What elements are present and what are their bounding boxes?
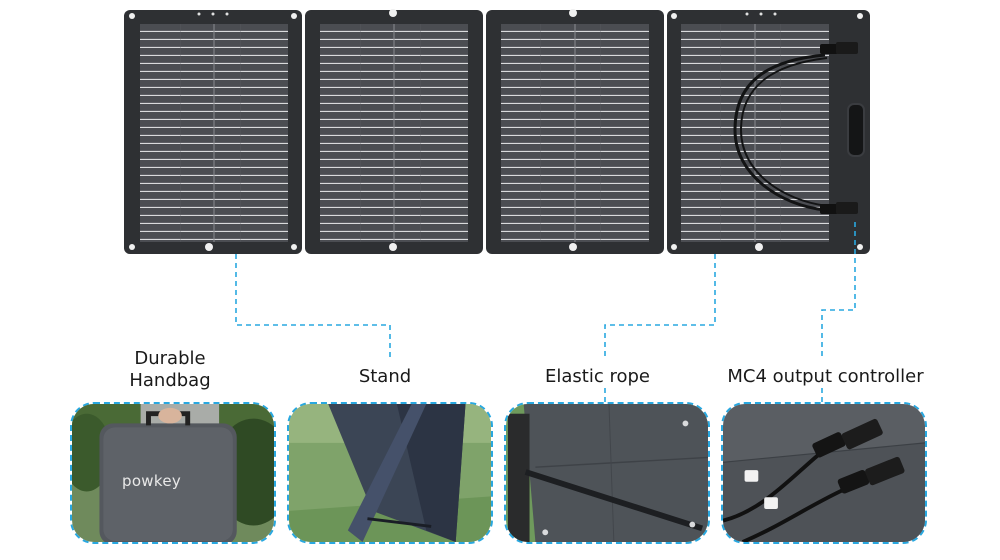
handbag-scene [72,404,274,542]
panel-section-2 [305,9,483,254]
elastic-rope-photo [504,402,710,544]
caption-elastic-rope: Elastic rope [545,366,650,387]
caption-stand: Stand [358,366,412,387]
panel-section-1 [124,10,302,254]
caption-mc4-output-controller: MC4 output controller [727,366,924,387]
solar-panel-illustration [124,9,870,254]
handbag-brand-label: powkey [122,472,182,490]
panel-section-4 [667,10,870,254]
mc4-scene [723,404,925,542]
panel-section-3 [486,9,664,254]
stand-scene [289,404,491,542]
solar-panel-image [0,0,1000,270]
caption-handbag-line1: Durable [134,348,206,369]
caption-durable-handbag: Durable Handbag [105,348,235,392]
mc4-connector-photo [721,402,927,544]
caption-handbag-line2: Handbag [129,370,211,391]
handbag-photo: powkey [70,402,276,544]
stand-photo [287,402,493,544]
elastic-rope-scene [506,404,708,542]
